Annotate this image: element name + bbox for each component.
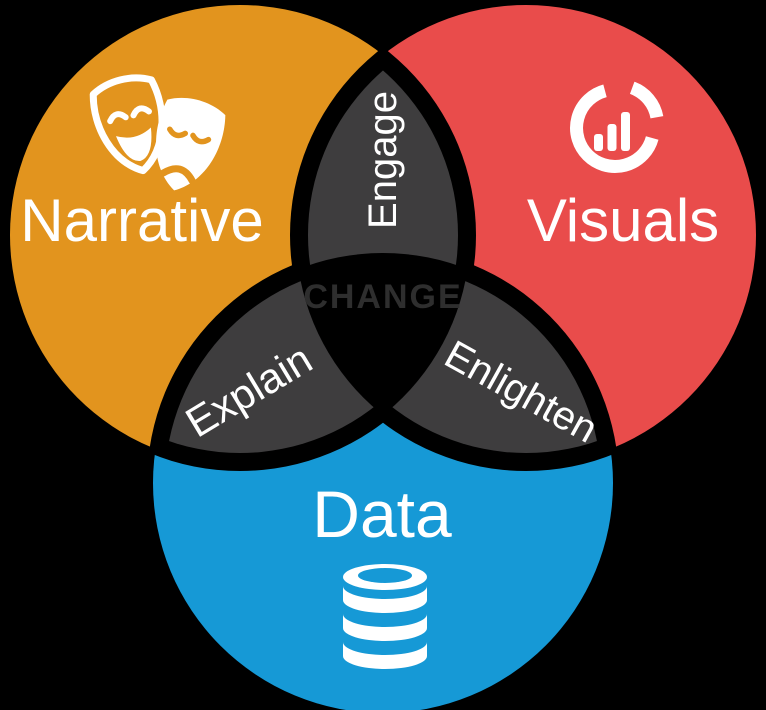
visuals-label: Visuals (526, 187, 720, 254)
narrative-label: Narrative (20, 187, 264, 254)
engage-label: Engage (361, 91, 405, 229)
donut-chart-icon (570, 81, 664, 173)
database-icon (343, 564, 427, 669)
theater-masks-icon (89, 74, 226, 191)
enlighten-petal (308, 17, 744, 453)
change-center-label: CHANGE (303, 278, 463, 316)
data-label: Data (312, 477, 452, 551)
